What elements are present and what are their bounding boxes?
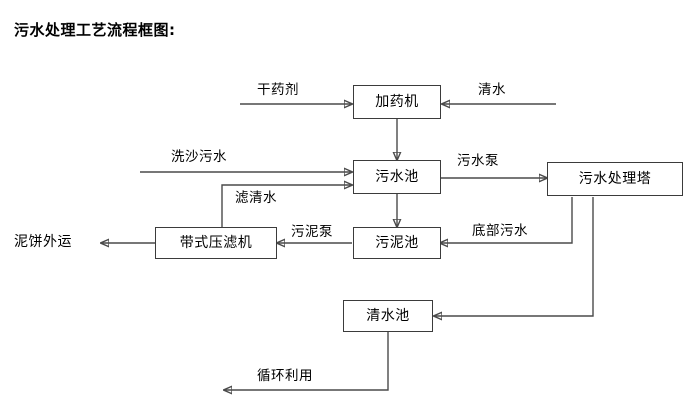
node-dosing-machine[interactable]: 加药机 (353, 85, 441, 119)
wire-tower-to-clean-water-pool (434, 197, 594, 316)
edge-label-filtered-water: 滤清水 (235, 190, 277, 206)
node-wastewater-pool[interactable]: 污水池 (353, 160, 441, 194)
edge-label-sand-wash-wastewater: 洗沙污水 (171, 149, 227, 165)
edge-label-clean-water-in: 清水 (478, 82, 506, 98)
node-label: 污水池 (375, 169, 419, 185)
wire-bottom-wastewater (440, 197, 573, 243)
node-belt-filter-press[interactable]: 带式压滤机 (155, 227, 277, 259)
node-treatment-tower[interactable]: 污水处理塔 (547, 162, 683, 196)
edge-label-bottom-wastewater: 底部污水 (472, 223, 528, 239)
node-label: 加药机 (375, 94, 419, 110)
wire-filtered-water (221, 185, 352, 228)
edge-label-mud-cake-out: 泥饼外运 (14, 234, 72, 250)
page-title: 污水处理工艺流程框图: (14, 21, 176, 39)
node-label: 带式压滤机 (179, 235, 253, 251)
node-clean-water-pool[interactable]: 清水池 (343, 300, 433, 332)
node-sludge-pool[interactable]: 污泥池 (353, 227, 441, 259)
edge-label-recycle-reuse: 循环利用 (257, 368, 313, 384)
edge-label-dry-chemical: 干药剂 (257, 82, 299, 98)
node-label: 污水处理塔 (578, 171, 652, 187)
node-label: 污泥池 (375, 235, 419, 251)
node-label: 清水池 (366, 308, 410, 324)
edge-label-wastewater-pump: 污水泵 (457, 153, 499, 169)
wire-recycle-reuse (224, 332, 389, 390)
edge-label-sludge-pump: 污泥泵 (291, 224, 333, 240)
